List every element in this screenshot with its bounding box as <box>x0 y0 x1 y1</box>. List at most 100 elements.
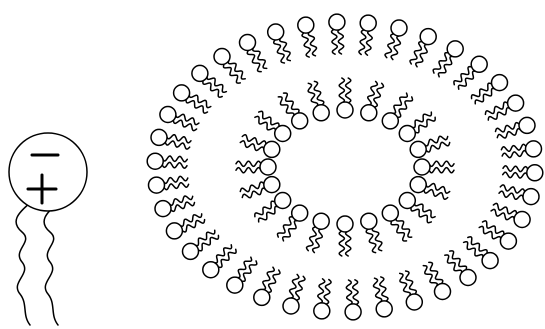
lipid-head <box>514 212 530 228</box>
outer-lipid <box>254 267 280 305</box>
outer-lipid <box>454 56 487 89</box>
outer-lipid <box>385 20 407 60</box>
lipid-tail <box>416 44 428 67</box>
lipid-head <box>523 189 539 205</box>
lipid-head <box>183 243 199 259</box>
lipid-head <box>399 193 415 209</box>
lipid-tail <box>429 168 454 173</box>
lipid-tail <box>242 188 266 198</box>
lipid-head <box>268 24 284 40</box>
lipid-head <box>329 14 345 30</box>
outer-lipid <box>183 230 219 259</box>
lipid-head <box>391 20 407 36</box>
lipid-head <box>292 113 308 129</box>
lipid-tail <box>318 279 325 304</box>
outer-lipid <box>374 277 393 317</box>
inner-lipid <box>240 177 279 198</box>
lipid-head <box>447 41 463 57</box>
lipid-head <box>414 159 430 175</box>
inner-lipid <box>308 81 329 120</box>
outer-lipid <box>501 141 541 158</box>
lipid-head <box>382 205 398 221</box>
outer-lipid <box>298 17 317 57</box>
lipid-tail <box>240 141 264 151</box>
outer-lipid <box>151 129 191 149</box>
inner-lipid <box>399 112 435 141</box>
lipid-tail <box>415 117 435 133</box>
lipid-tail <box>203 80 222 97</box>
lipid-tail <box>339 231 344 256</box>
lipid-head <box>508 95 524 111</box>
outer-lipid <box>503 165 543 181</box>
lipid-head <box>410 141 426 157</box>
inner-lipid <box>410 136 450 157</box>
lipid-tail <box>501 144 526 151</box>
outer-lipid <box>410 29 436 67</box>
lipid-head <box>264 141 280 157</box>
inner-lipid <box>337 216 353 256</box>
lipid-tail <box>163 176 188 183</box>
lipid-head <box>155 201 171 217</box>
lipid-head <box>492 75 508 91</box>
lipid-tail <box>308 83 318 107</box>
lipid-tail <box>424 136 448 146</box>
lipid-tail <box>424 190 448 200</box>
lipid-tail <box>502 151 527 158</box>
lipid-tail <box>262 267 274 290</box>
lipid-tail <box>406 271 417 294</box>
lipid-tail <box>374 83 384 107</box>
lipid-head <box>275 126 291 142</box>
inner-lipid <box>307 213 330 252</box>
inner-lipid <box>410 177 450 200</box>
lipid-head <box>382 113 398 129</box>
outer-lipid <box>166 214 204 239</box>
lipid-head <box>500 233 516 249</box>
outer-lipid <box>283 274 305 314</box>
lipid-tail <box>302 33 310 58</box>
legend-head-circle <box>9 133 87 211</box>
lipid-head <box>149 177 165 193</box>
lipid-head <box>160 107 176 123</box>
lipid-head <box>361 213 377 229</box>
lipid-head <box>214 49 230 65</box>
lipid-tail <box>162 162 187 168</box>
outer-lipid <box>479 221 516 249</box>
lipid-head <box>298 17 314 33</box>
inner-lipid <box>361 81 384 120</box>
lipid-head <box>283 298 299 314</box>
inner-lipid <box>361 213 382 252</box>
outer-lipid <box>160 107 199 131</box>
lipid-tail <box>429 161 454 166</box>
lipid-head <box>166 223 182 239</box>
outer-lipid <box>485 95 523 120</box>
outer-lipid <box>345 280 361 320</box>
legend-tail-right <box>44 203 58 325</box>
lipid-tail <box>224 64 241 83</box>
inner-lipid <box>240 135 279 158</box>
lipid-tail <box>259 111 279 127</box>
lipid-tail <box>339 78 344 103</box>
lipid-tail <box>182 220 205 232</box>
outer-lipid <box>227 257 257 293</box>
outer-lipid <box>472 75 508 104</box>
lipid-tail <box>503 166 528 172</box>
lipid-tail <box>491 209 514 220</box>
legend-tail-left <box>16 203 30 325</box>
inner-lipid <box>236 159 276 175</box>
lipid-tail <box>368 81 378 105</box>
inner-leaflet <box>236 78 454 256</box>
outer-lipid <box>268 24 291 63</box>
outer-lipid <box>433 41 463 77</box>
lipid-tail <box>165 141 190 149</box>
lipid-head <box>192 65 208 81</box>
lipid-head <box>471 56 487 72</box>
lipid-tail <box>242 135 266 145</box>
outer-lipid <box>203 245 236 278</box>
inner-lipid <box>278 93 307 129</box>
lipid-tail <box>313 229 323 253</box>
lipid-head <box>361 105 377 121</box>
outer-lipid <box>192 65 227 97</box>
lipid-head <box>314 303 330 319</box>
lipid-tail <box>365 30 372 55</box>
